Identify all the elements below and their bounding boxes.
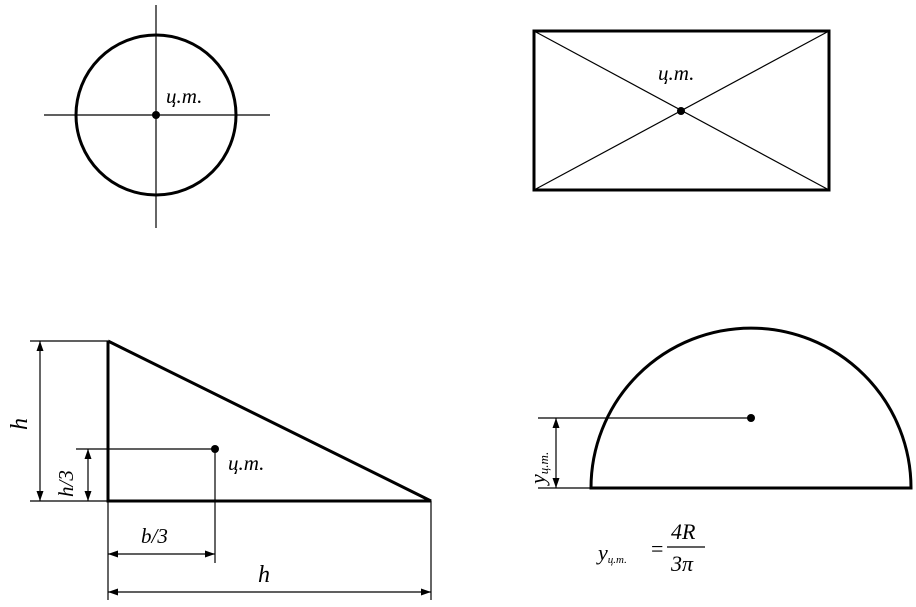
- triangle-third-height-label: h/3: [54, 470, 78, 497]
- circle-centroid-label: ц.т.: [166, 84, 202, 108]
- rectangle-centroid-point: [677, 107, 685, 115]
- semicircle-centroid-point: [747, 414, 755, 422]
- triangle-outline: [106, 339, 432, 503]
- triangle-figure: ц.т. h h/3 b/3 h: [7, 339, 432, 600]
- centroid-formula: yц.т. = 4R 3π: [596, 519, 705, 576]
- triangle-centroid-label: ц.т.: [228, 451, 264, 475]
- circle-centroid-point: [152, 111, 160, 119]
- rectangle-outline: [532, 29, 831, 192]
- formula-numerator: 4R: [671, 519, 696, 544]
- formula-denominator: 3π: [670, 551, 694, 576]
- rectangle-figure: ц.т.: [532, 29, 831, 192]
- circle-outline: [74, 33, 238, 197]
- formula-lhs: yц.т.: [596, 540, 627, 566]
- triangle-third-base-label: b/3: [141, 524, 168, 548]
- triangle-height-label: h: [7, 418, 33, 430]
- circle-figure: ц.т.: [44, 5, 270, 228]
- semicircle-figure: yц.т. yц.т. = 4R 3π: [525, 326, 913, 576]
- semicircle-outline: [589, 326, 913, 490]
- triangle-centroid-point: [211, 445, 219, 453]
- formula-equals: =: [651, 536, 663, 561]
- rectangle-centroid-label: ц.т.: [658, 61, 694, 85]
- triangle-base-label: h: [258, 562, 270, 588]
- semicircle-y-label: yц.т.: [525, 452, 551, 486]
